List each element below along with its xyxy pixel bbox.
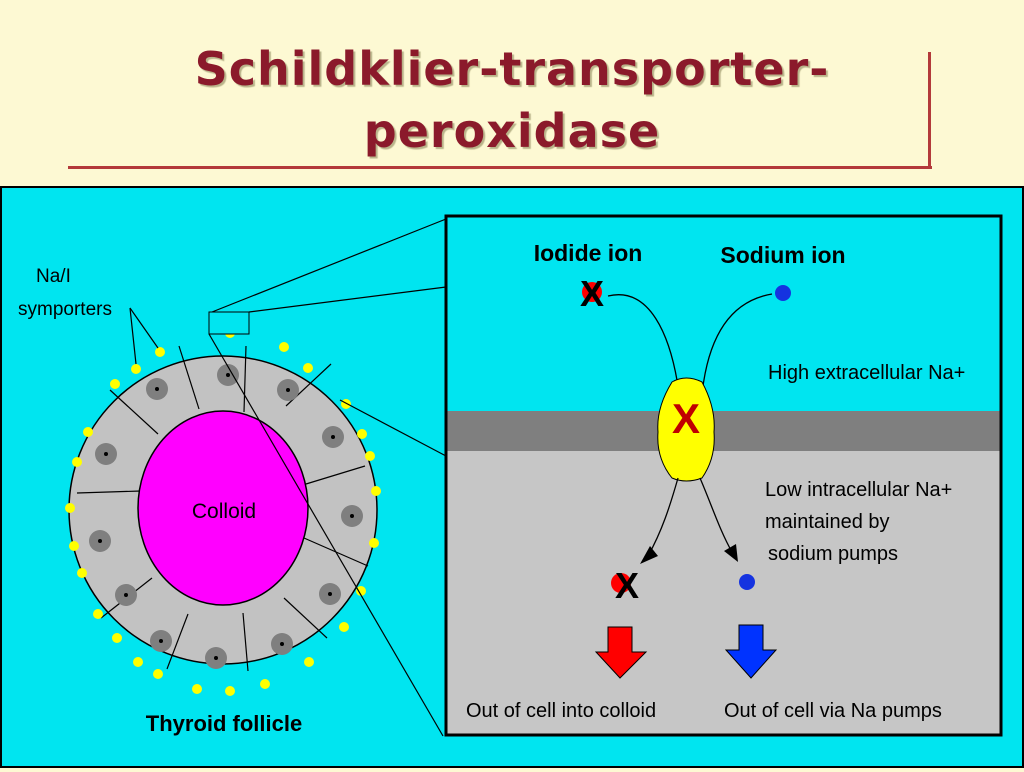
colloid-label: Colloid [192,500,256,523]
na-i-symporter-protein [657,377,715,482]
iodide-entry-path [607,294,679,387]
blue-down-arrow [724,624,778,679]
symporters-label-line2: symporters [18,299,112,320]
symporter-diagram: Colloid Na/I symporters Thyroid follicle [0,186,1024,768]
intracellular-region [446,451,1001,735]
high-extracellular-na-label: High extracellular Na+ [768,362,965,384]
iodide-exit-arrowhead [640,546,658,564]
sodium-exit-path [699,477,733,553]
low-intracellular-na-line2: maintained by [765,511,890,533]
symporter-dots [65,328,381,696]
symporter-x-mark: X [672,395,700,442]
extracellular-region [446,216,1001,411]
sodium-exit-arrowhead [724,544,738,562]
title-line-2: peroxidase [363,104,661,158]
zoom-connector-lines [208,218,447,737]
sodium-entry-path [702,293,773,387]
low-intracellular-na-line1: Low intracellular Na+ [765,479,952,501]
zoom-panel-border [444,214,1003,737]
out-into-colloid-label: Out of cell into colloid [466,700,656,722]
title-underline [68,166,932,169]
symporters-label-line1: Na/I [36,266,71,287]
title-line-1: Schildklier-transporter- [194,42,830,96]
diagram-svg: Colloid Na/I symporters Thyroid follicle [0,186,1024,768]
colloid [137,410,309,606]
iodide-ion-intracellular [611,573,631,593]
cell-nuclei [89,364,363,669]
sodium-ion-label: Sodium ion [720,242,845,268]
out-via-na-pumps-label: Out of cell via Na pumps [724,700,942,722]
membrane-zoom-panel: Iodide ion Sodium ion X High extracellul… [444,214,1003,737]
symporter-pointer-lines [129,307,159,365]
cell-membrane [446,411,1001,451]
iodide-ion-extracellular [582,282,602,302]
sodium-ion-intracellular [739,574,755,590]
iodide-ion-label: Iodide ion [534,240,643,266]
low-intracellular-na-line3: sodium pumps [768,543,898,565]
iodide-x-mark-top: X [580,273,604,314]
thyroid-follicle: Colloid [65,311,381,696]
title-vertical-bar [928,52,931,169]
iodide-x-mark-bottom: X [615,565,639,606]
sodium-ion-extracellular [775,285,791,301]
slide-title: Schildklier-transporter- peroxidase [0,38,1024,162]
red-down-arrow [594,626,648,679]
thyroid-follicle-label: Thyroid follicle [146,711,302,736]
zoom-region-box [208,311,250,335]
iodide-exit-path [647,477,679,557]
